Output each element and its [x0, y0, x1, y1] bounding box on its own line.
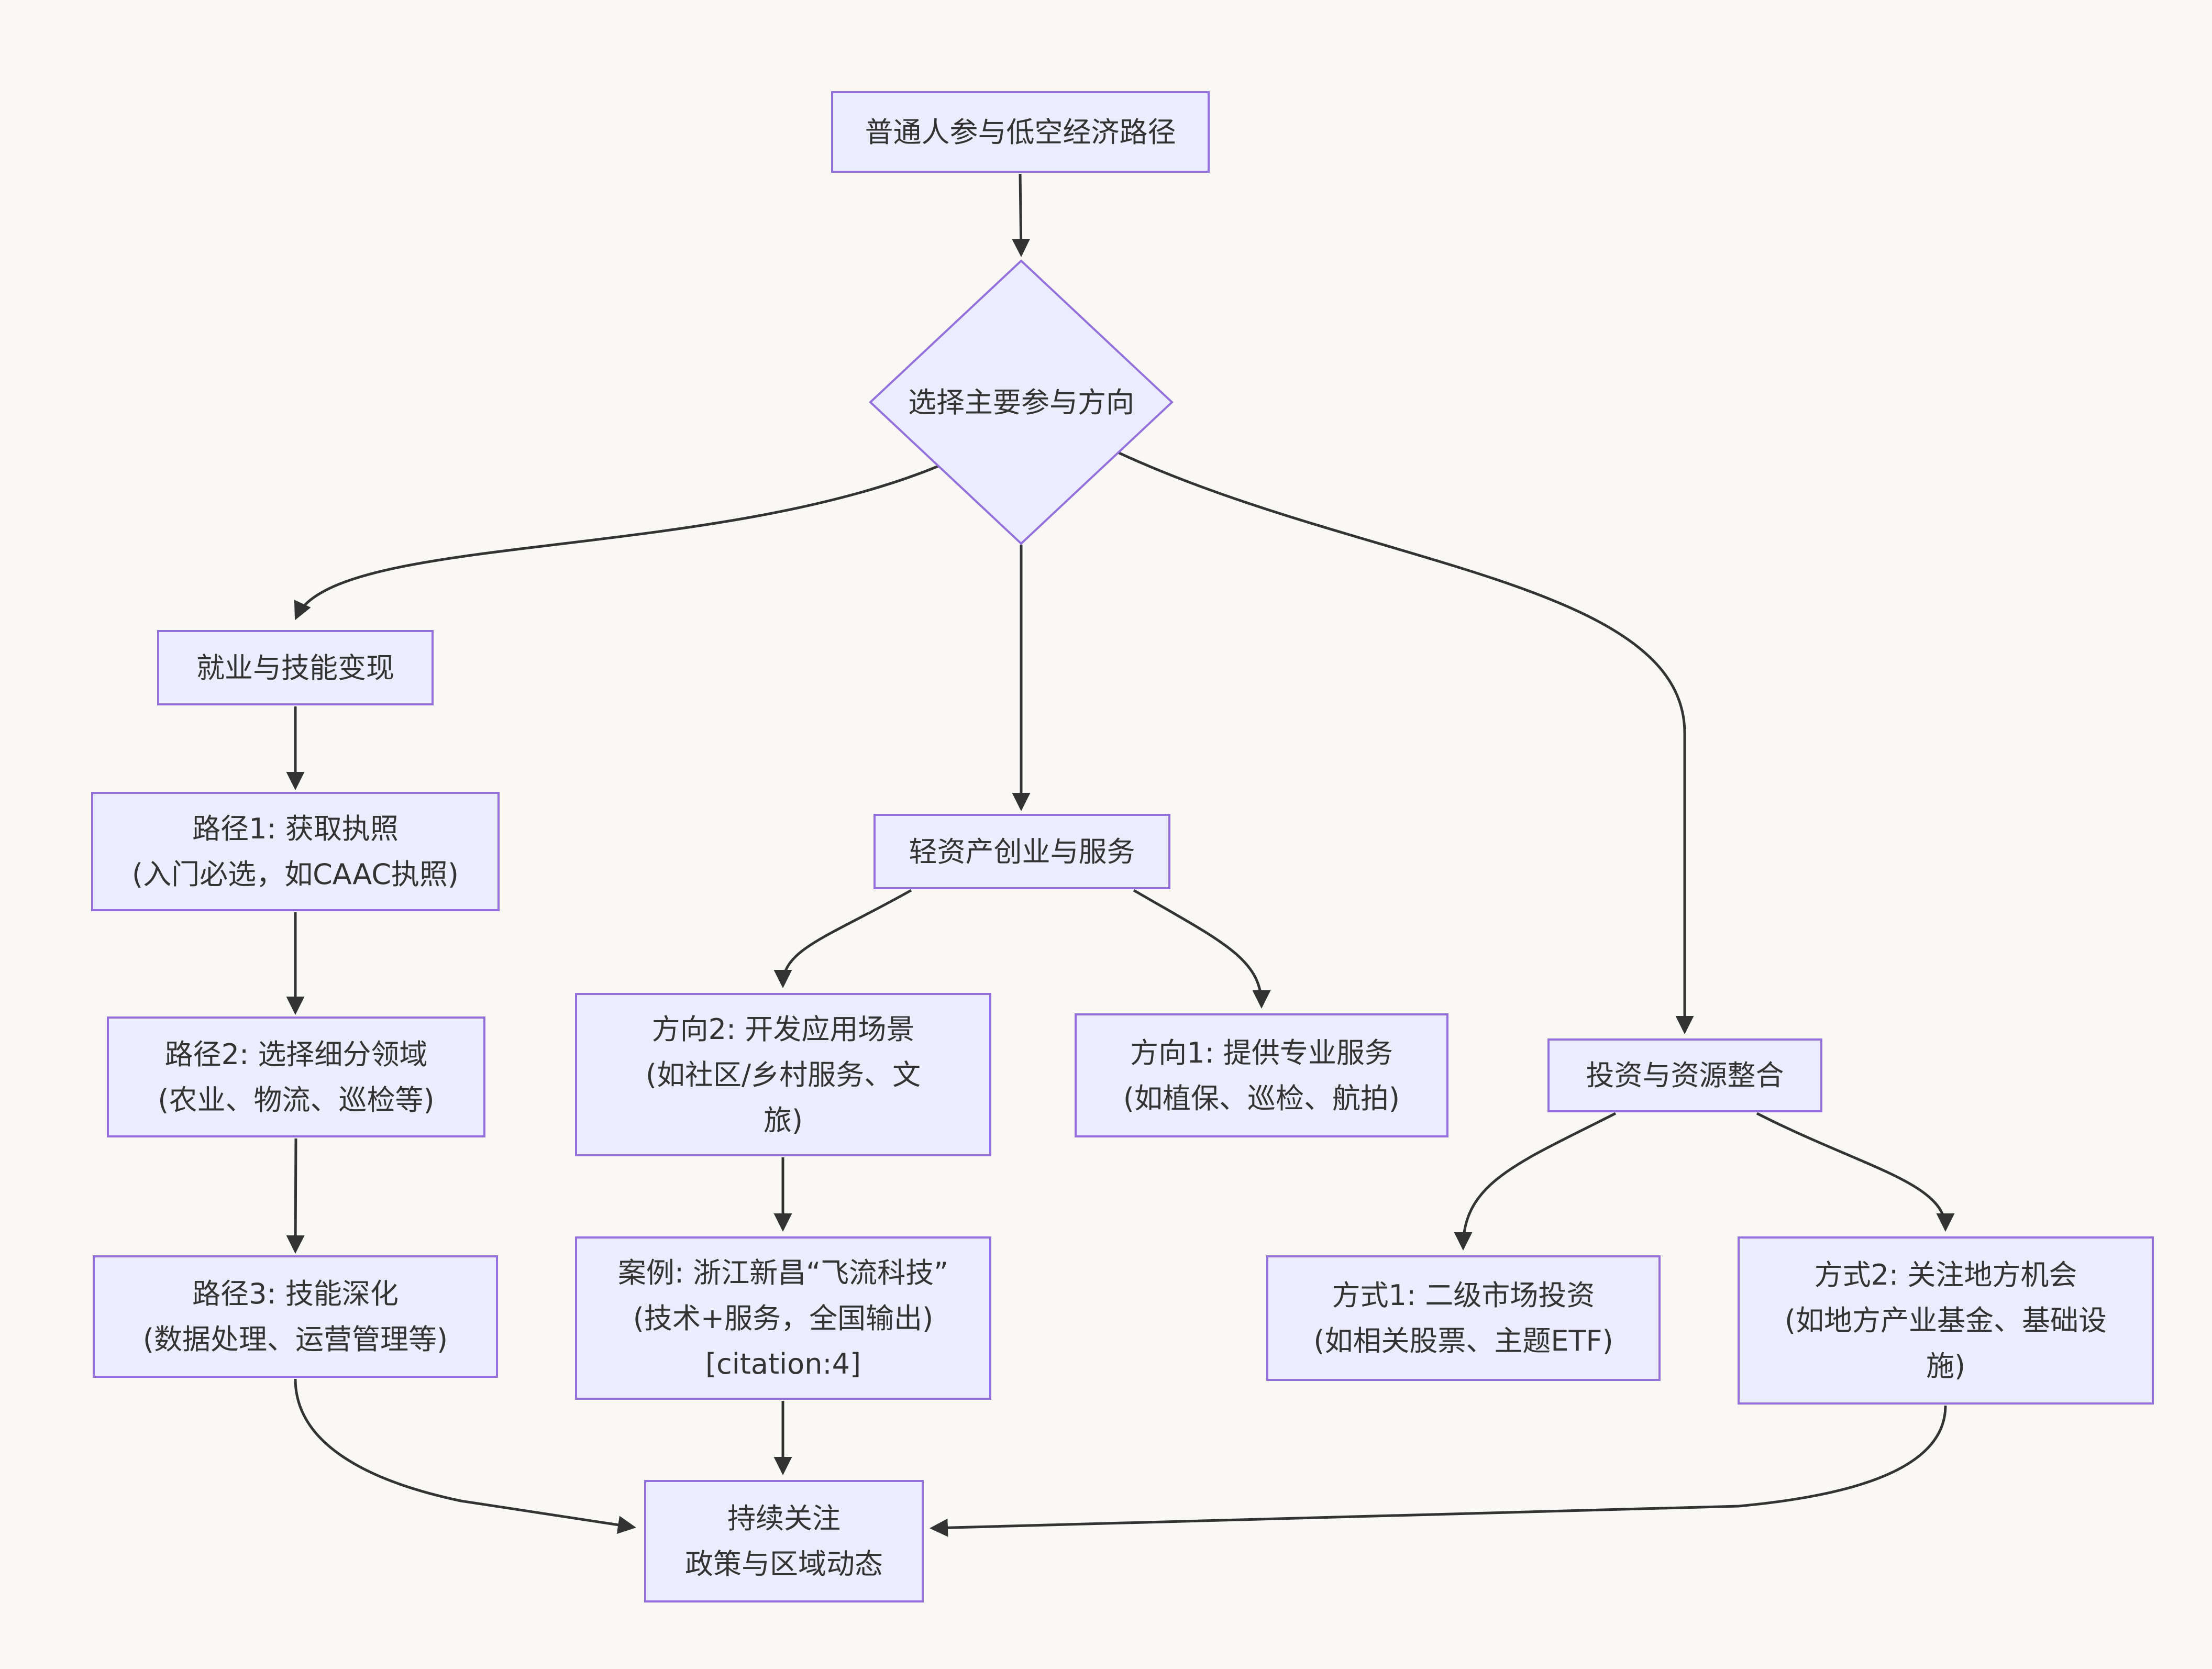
- edge-start-decision: [1012, 173, 1031, 257]
- node-employment-label: 就业与技能变现: [196, 651, 394, 684]
- node-path3-label: (数据处理、运营管理等): [142, 1323, 448, 1356]
- edge-invest-way1: [1454, 1112, 1617, 1251]
- node-path1: 路径1: 获取执照 (入门必选，如CAAC执照): [91, 792, 500, 911]
- edge-decision-invest: [1117, 451, 1694, 1034]
- node-dir1: 方向1: 提供专业服务 (如植保、巡检、航拍): [1075, 1013, 1448, 1137]
- node-dir1-label: (如植保、巡检、航拍): [1123, 1081, 1400, 1115]
- node-way2-label: 方式2: 关注地方机会: [1814, 1258, 2077, 1291]
- edge-path2-path3: [286, 1138, 305, 1254]
- node-way1-label: (如相关股票、主题ETF): [1313, 1324, 1613, 1357]
- node-dir2: 方向2: 开发应用场景 (如社区/乡村服务、文 旅): [575, 993, 991, 1156]
- edge-startup-dir1: [1133, 889, 1271, 1009]
- edge-startup-dir2: [773, 889, 912, 988]
- node-decision-shape: [869, 259, 1174, 545]
- edge-path3-follow: [294, 1378, 636, 1534]
- node-path1-label: (入门必选，如CAAC执照): [132, 858, 459, 891]
- node-way2-label: 施): [1926, 1350, 1966, 1383]
- node-case-label: (技术+服务，全国输出): [633, 1301, 934, 1335]
- node-path3: 路径3: 技能深化 (数据处理、运营管理等): [93, 1255, 498, 1378]
- node-dir2-label: 旅): [763, 1103, 803, 1137]
- edge-decision-employment: [294, 465, 939, 621]
- node-way1-label: 方式1: 二级市场投资: [1332, 1279, 1595, 1312]
- edge-way2-follow: [930, 1405, 1947, 1537]
- node-case-label: 案例: 浙江新昌“飞流科技”: [617, 1256, 949, 1289]
- node-startup-label: 轻资产创业与服务: [909, 835, 1135, 868]
- node-invest: 投资与资源整合: [1547, 1038, 1822, 1112]
- node-case-label: [citation:4]: [705, 1347, 861, 1380]
- node-path2: 路径2: 选择细分领域 (农业、物流、巡检等): [107, 1016, 485, 1137]
- node-start: 普通人参与低空经济路径: [831, 91, 1210, 173]
- node-start-label: 普通人参与低空经济路径: [865, 115, 1176, 149]
- node-follow: 持续关注 政策与区域动态: [644, 1480, 924, 1602]
- node-follow-label: 持续关注: [727, 1502, 840, 1535]
- node-path2-label: 路径2: 选择细分领域: [164, 1037, 428, 1071]
- node-way2-label: (如地方产业基金、基础设: [1784, 1304, 2107, 1337]
- node-path3-label: 路径3: 技能深化: [192, 1277, 399, 1310]
- node-dir1-label: 方向1: 提供专业服务: [1130, 1036, 1393, 1069]
- node-follow-label: 政策与区域动态: [685, 1548, 883, 1580]
- node-way1: 方式1: 二级市场投资 (如相关股票、主题ETF): [1266, 1255, 1661, 1381]
- node-way2: 方式2: 关注地方机会 (如地方产业基金、基础设 施): [1738, 1236, 2154, 1405]
- node-path2-label: (农业、物流、巡检等): [158, 1083, 435, 1117]
- node-dir2-label: (如社区/乡村服务、文: [645, 1058, 921, 1091]
- edge-invest-way2: [1756, 1112, 1955, 1232]
- node-dir2-label: 方向2: 开发应用场景: [651, 1012, 915, 1046]
- node-employment: 就业与技能变现: [157, 630, 434, 705]
- node-case: 案例: 浙江新昌“飞流科技” (技术+服务，全国输出) [citation:4]: [575, 1236, 991, 1400]
- node-path1-label: 路径1: 获取执照: [192, 812, 399, 845]
- node-invest-label: 投资与资源整合: [1586, 1059, 1784, 1092]
- node-startup: 轻资产创业与服务: [873, 814, 1170, 889]
